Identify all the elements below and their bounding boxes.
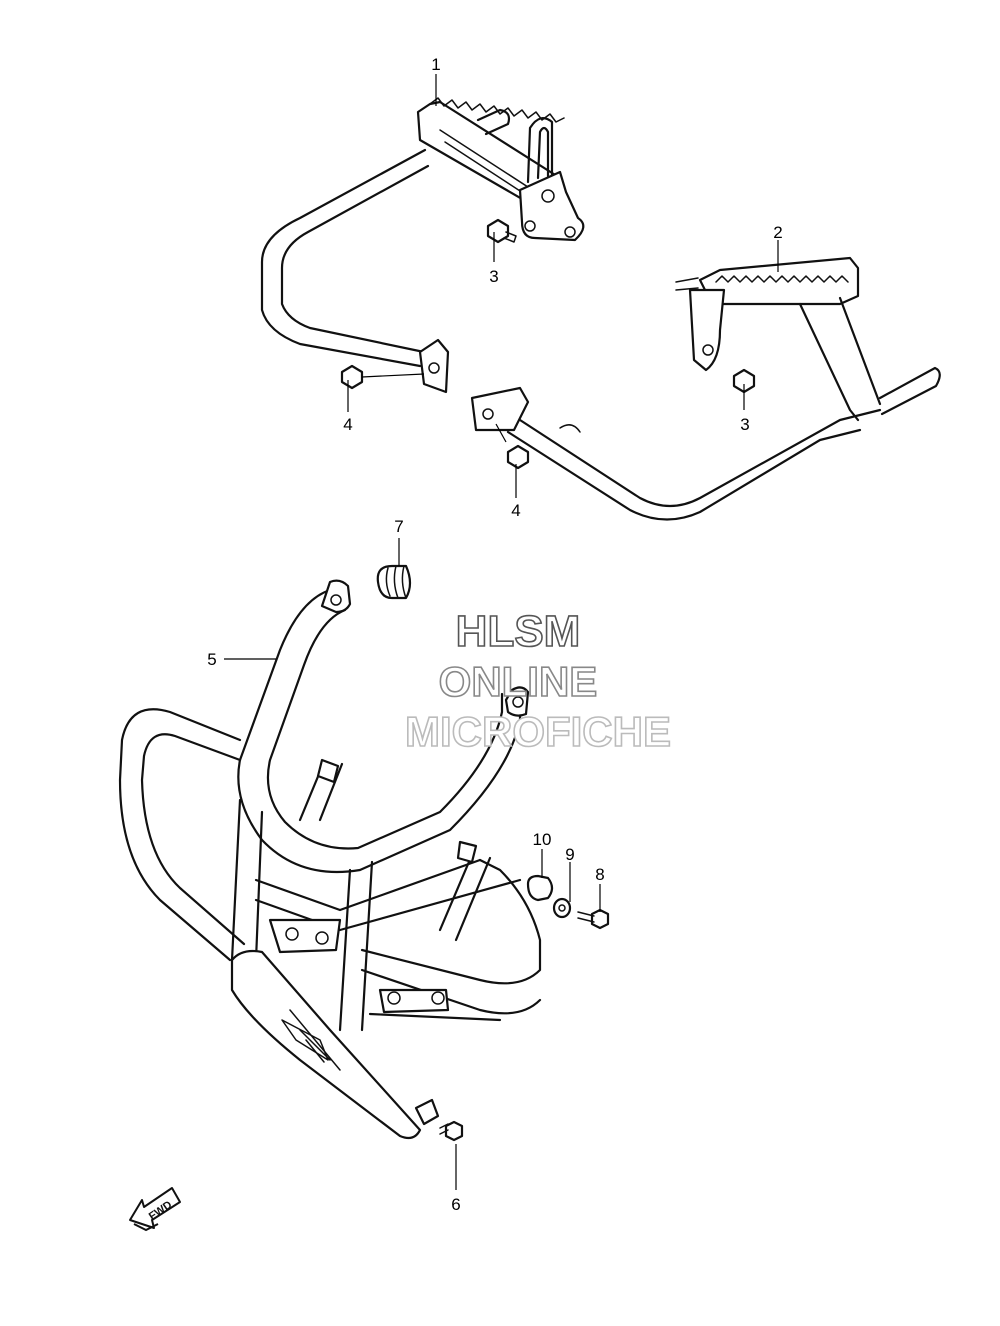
part-9-washer (552, 897, 572, 919)
callout-labels: 1 2 3 3 4 4 5 6 7 8 9 10 (207, 55, 782, 1214)
watermark: HLSM ONLINE MICROFICHE (404, 606, 672, 756)
part-4-bolt-left (340, 364, 364, 390)
part-4-bolt-center (506, 444, 530, 470)
part-5-front-guard (118, 579, 542, 1140)
callout-6: 6 (451, 1195, 460, 1214)
part-10-collar (526, 874, 554, 902)
leader-lines (224, 74, 779, 1190)
part-6-bolt (439, 1120, 464, 1142)
callout-2: 2 (773, 223, 782, 242)
part-3-bolt-upper (486, 218, 517, 244)
watermark-line-3: MICROFICHE (405, 708, 671, 755)
part-2-right-footrest (470, 256, 941, 521)
watermark-line-1: HLSM (456, 607, 581, 656)
callout-4: 4 (511, 501, 520, 520)
callout-3: 3 (489, 267, 498, 286)
callout-5: 5 (207, 650, 216, 669)
fwd-arrow-icon: FWD (129, 1187, 181, 1232)
callout-4: 4 (343, 415, 352, 434)
callout-10: 10 (533, 830, 552, 849)
callout-8: 8 (595, 865, 604, 884)
callout-9: 9 (565, 845, 574, 864)
part-7-grommet (376, 564, 412, 600)
part-1-left-footrest (260, 97, 585, 394)
callout-3: 3 (740, 415, 749, 434)
callout-1: 1 (431, 55, 440, 74)
part-8-bolt (577, 908, 610, 930)
part-3-bolt-right (732, 368, 756, 394)
watermark-line-2: ONLINE (439, 658, 598, 705)
callout-7: 7 (394, 517, 403, 536)
